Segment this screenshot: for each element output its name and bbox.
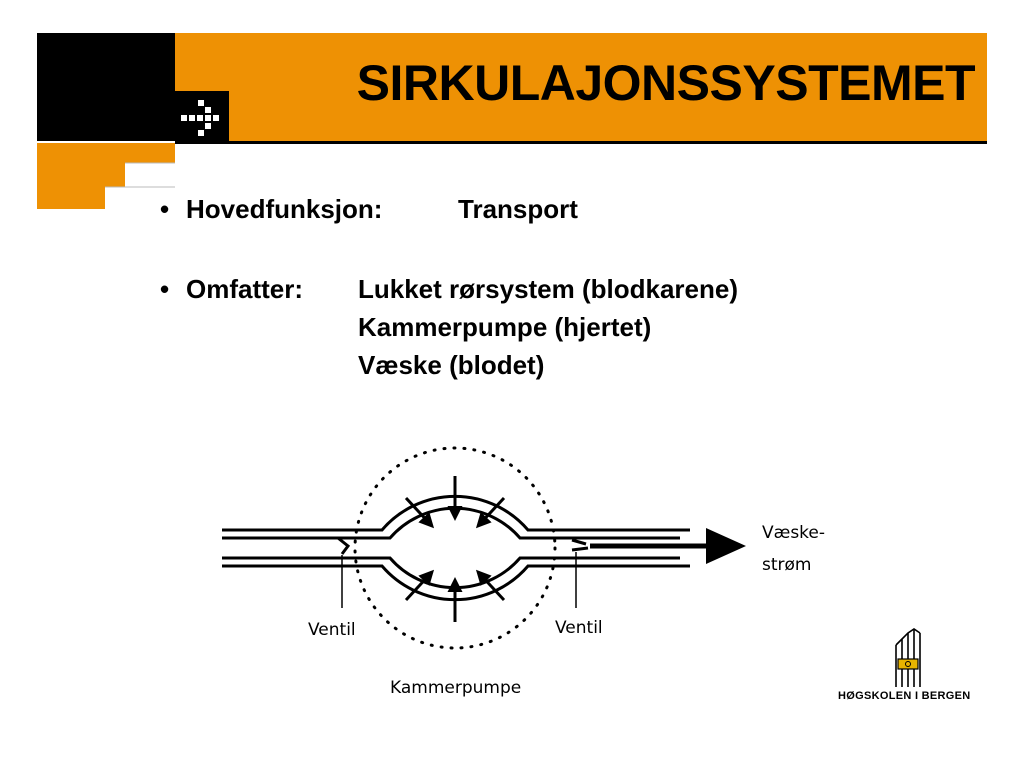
bullet-dot-icon: •: [160, 274, 170, 304]
bullet-detail: Kammerpumpe (hjertet): [358, 312, 652, 342]
bullet-details: Lukket rørsystem (blodkarene) Kammerpump…: [358, 270, 738, 384]
valve-right-label: Ventil: [555, 618, 603, 638]
bullet-term: Omfatter:: [186, 274, 304, 304]
vessel-inner-wall: [222, 556, 680, 590]
flow-arrow-head-icon: [706, 528, 746, 564]
vessel-inner-wall: [222, 506, 680, 540]
flow-label-line2: strøm: [762, 555, 811, 575]
valve-left-label: Ventil: [308, 620, 356, 640]
bullet-item: • Omfatter: Lukket rørsystem (blodkarene…: [160, 270, 880, 384]
header-black-block: [37, 33, 175, 141]
bullet-dot-icon: •: [160, 194, 170, 224]
bullet-detail: Transport: [458, 194, 578, 224]
valve-right-flap: [571, 538, 587, 546]
bullet-detail: Lukket rørsystem (blodkarene): [358, 274, 739, 304]
pressure-arrows: [404, 476, 506, 622]
header-bar: [175, 33, 987, 144]
institution-name: HØGSKOLEN I BERGEN: [838, 690, 971, 702]
stair-decoration: [37, 143, 175, 209]
pump-label: Kammerpumpe: [390, 678, 521, 698]
header-orange-notch: [175, 33, 229, 91]
pump-contraction-ring: [353, 446, 557, 650]
bullet-details: Transport: [458, 190, 578, 228]
bullet-term: Hovedfunksjon:: [186, 194, 383, 224]
flow-label-line1: Væske-: [762, 523, 825, 543]
slide-title: SIRKULAJONSSYSTEMET: [356, 55, 976, 111]
bullet-list: • Hovedfunksjon: Transport • Omfatter: L…: [160, 190, 880, 384]
pump-diagram: Væske- strøm Ventil Ventil Kammerpumpe: [222, 446, 825, 698]
valve-left-flap: [337, 536, 351, 555]
dotted-arrow-right-icon: [181, 100, 219, 136]
valve-right-flap: [571, 546, 589, 552]
building-logo-icon: [895, 628, 921, 687]
bullet-detail: Væske (blodet): [358, 350, 545, 380]
bullet-item: • Hovedfunksjon: Transport: [160, 190, 880, 228]
